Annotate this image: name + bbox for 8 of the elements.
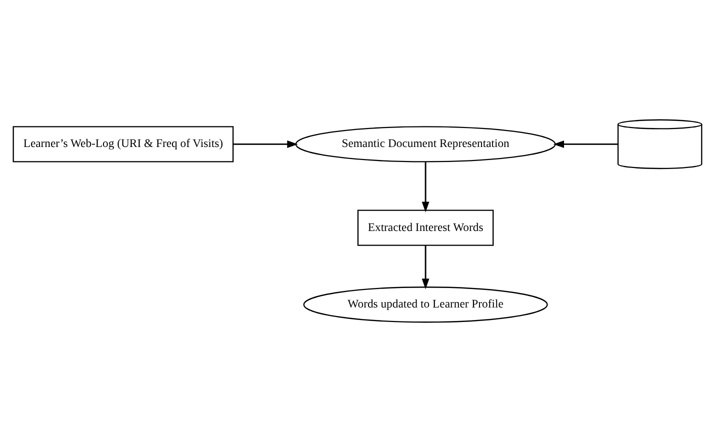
arrow [233, 140, 298, 148]
arrow [553, 140, 618, 148]
arrow [422, 162, 430, 212]
node-ellipse: Words updated to Learner Profile [303, 286, 548, 323]
arrow [422, 245, 430, 290]
node-ellipse: Semantic Document Representation [295, 126, 556, 162]
node-box: Extracted Interest Words [357, 210, 494, 246]
node-box: Learner’s Web-Log (URI & Freq of Visits) [12, 126, 234, 162]
